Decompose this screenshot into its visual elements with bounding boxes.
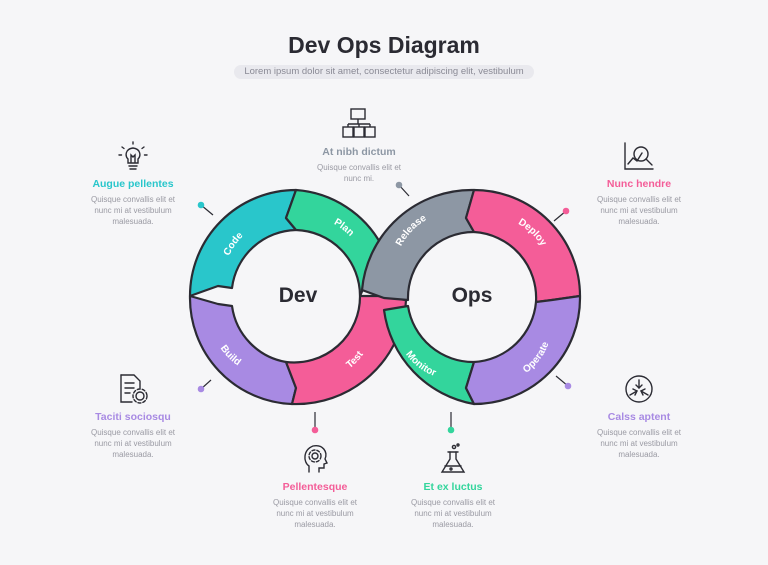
page-title: Dev Ops Diagram [288, 32, 480, 58]
chart-magnifier-icon [624, 142, 654, 170]
block-title: Et ex luctus [423, 481, 483, 493]
block-title: Nunc hendre [606, 178, 672, 190]
segment-monitor[interactable] [382, 304, 476, 406]
block-title: Pellentesque [282, 481, 348, 493]
page-subtitle: Lorem ipsum dolor sit amet, consectetur … [234, 65, 534, 79]
arrows-inward-icon [625, 375, 653, 403]
center-label-ops: Ops [452, 284, 493, 307]
segment-build[interactable] [188, 294, 298, 406]
segment-plan[interactable] [284, 188, 384, 298]
head-gear-icon [304, 444, 328, 473]
info-block-augue: Augue pellentes Quisque convallis elit e… [78, 140, 188, 227]
info-block-at-nibh: At nibh dictum Quisque convallis elit et… [304, 108, 414, 184]
block-title: Taciti sociosqu [95, 411, 171, 423]
block-title: Augue pellentes [92, 178, 174, 190]
segment-code[interactable] [188, 188, 298, 298]
info-block-taciti: Taciti sociosqu Quisque convallis elit e… [78, 373, 188, 460]
block-title: At nibh dictum [322, 146, 396, 158]
segment-operate[interactable] [464, 294, 582, 406]
block-title: Calss aptent [607, 411, 671, 423]
center-label-dev: Dev [279, 284, 318, 307]
lightbulb-icon [118, 141, 148, 170]
boxes-icon [342, 108, 376, 138]
document-gear-icon [120, 374, 148, 404]
flask-icon [440, 443, 466, 473]
